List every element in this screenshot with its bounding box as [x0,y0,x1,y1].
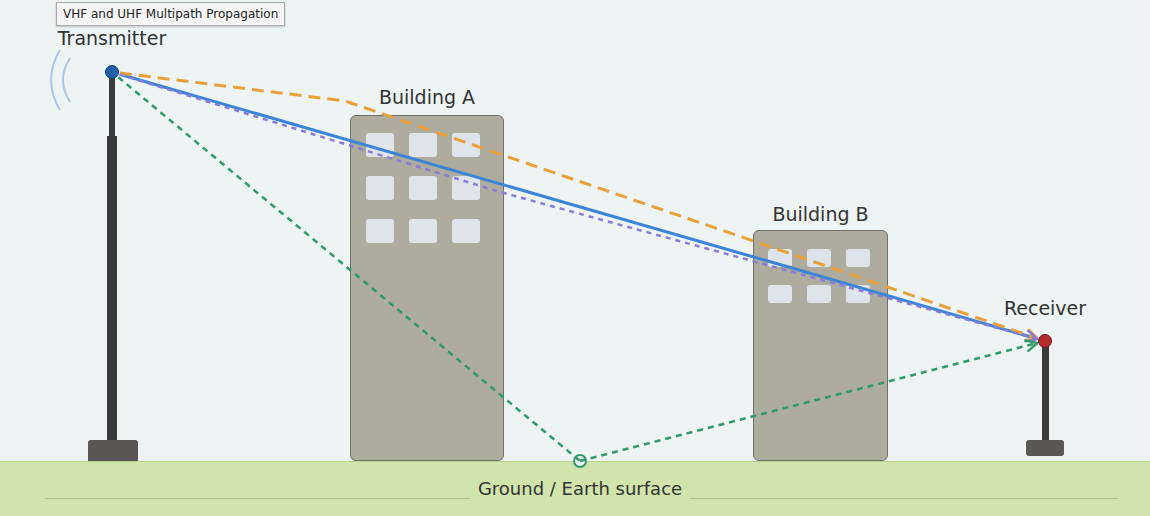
reflected-path [118,77,580,461]
node-label: Receiver [1004,297,1086,319]
window [409,133,437,157]
reflected-path [580,343,1037,461]
reflection-point [574,455,586,467]
diffracted-path [120,73,1038,338]
transmitter-mast [109,78,115,138]
window [366,133,394,157]
window [807,249,831,267]
window [846,249,870,267]
window [452,176,480,200]
window [409,176,437,200]
node-label: Transmitter [58,27,166,49]
building: Building A [350,115,504,461]
receiver-mast [1042,346,1049,446]
transmitter-mast [107,136,117,446]
transmitter-node: Transmitter [105,65,119,79]
window [452,133,480,157]
scattered-path [120,74,1038,339]
receiver-base [1026,440,1064,456]
ground-band: Ground / Earth surface [0,461,1150,516]
window [409,219,437,243]
building: Building B [753,230,888,461]
receiver-node: Receiver [1038,334,1052,348]
window [768,285,792,303]
ground-label: Ground / Earth surface [470,478,690,500]
window [366,176,394,200]
window [807,285,831,303]
window [768,249,792,267]
window [452,219,480,243]
title-tooltip: VHF and UHF Multipath Propagation [56,2,285,26]
window [846,285,870,303]
radio-wave [63,58,70,102]
direct-path [120,74,1038,339]
node-label: Building B [772,203,868,225]
window [366,219,394,243]
node-label: Building A [379,86,475,108]
radio-wave [51,50,60,110]
